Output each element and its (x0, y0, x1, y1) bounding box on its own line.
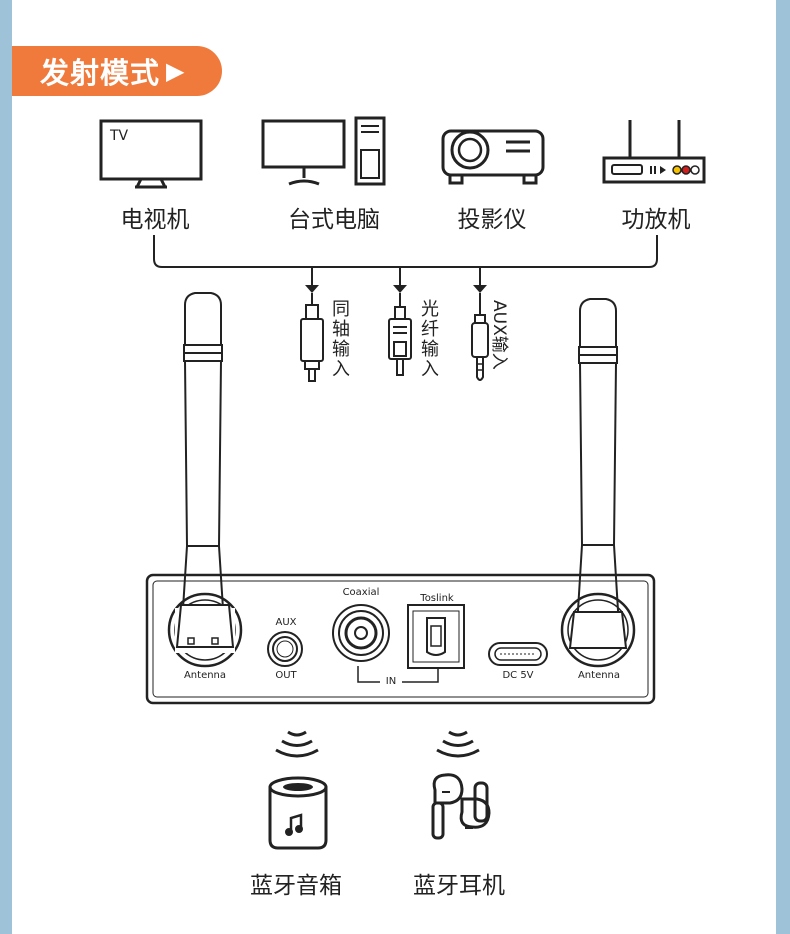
source-label-tv: 电视机 (120, 207, 190, 233)
tv-screen-text: TV (110, 128, 129, 144)
antenna-right-label: Antenna (577, 670, 621, 681)
aux-port-bottom-label: OUT (275, 670, 297, 681)
toslink-port-label: Toslink (420, 593, 454, 604)
bluetooth-speaker-icon (268, 776, 328, 850)
content-panel (12, 0, 776, 934)
mode-badge: 发射模式 ▶ (12, 46, 222, 96)
source-label-projector: 投影仪 (457, 207, 527, 233)
mode-title: 发射模式 (40, 56, 161, 90)
aux-port-top-label: AUX (275, 617, 297, 628)
aux-out-jack (267, 631, 303, 667)
optical-plug-icon (388, 293, 412, 376)
desktop-computer-icon (261, 116, 386, 186)
projector-icon (441, 129, 545, 185)
coaxial-port-label: Coaxial (342, 587, 380, 598)
transmitter-rear-panel (145, 573, 656, 705)
output-label-earbuds: 蓝牙耳机 (413, 873, 505, 899)
coaxial-plug-icon (300, 293, 324, 382)
bluetooth-earbuds-icon (431, 773, 491, 840)
in-bracket (357, 666, 439, 683)
output-label-speaker: 蓝牙音箱 (250, 873, 342, 899)
right-antenna-jack (560, 592, 636, 668)
left-antenna-icon (179, 292, 227, 641)
tv-icon (99, 119, 203, 189)
source-bracket-line (153, 235, 658, 268)
optical-input-label: 光 纤 输 入 (421, 299, 439, 380)
amplifier-icon (602, 120, 706, 184)
right-antenna-icon (574, 298, 622, 644)
play-arrow-icon: ▶ (166, 57, 186, 85)
left-antenna-jack (167, 592, 243, 668)
toslink-jack (407, 604, 465, 669)
aux-plug-icon (471, 293, 489, 381)
dc-port-label: DC 5V (502, 670, 534, 681)
coaxial-jack (332, 604, 390, 662)
antenna-left-label: Antenna (183, 670, 227, 681)
in-label: IN (385, 676, 397, 687)
dc-usb-c-port (488, 642, 548, 666)
bluetooth-signal-icon-left (275, 730, 319, 758)
source-label-amplifier: 功放机 (621, 207, 691, 233)
bluetooth-signal-icon-right (436, 730, 480, 758)
source-label-desktop: 台式电脑 (288, 207, 380, 233)
coaxial-input-label: 同 轴 输 入 (332, 299, 350, 380)
aux-input-label: AUX输入 (489, 300, 509, 370)
